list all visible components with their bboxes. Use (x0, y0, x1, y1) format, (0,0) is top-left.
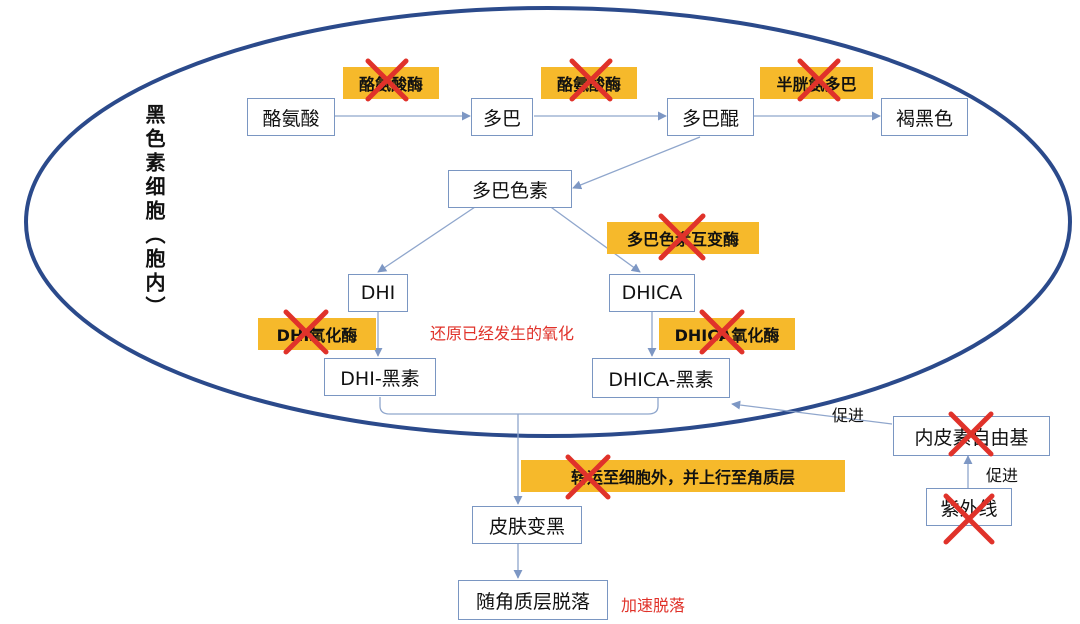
enzyme-cysteinyl-dopa: 半胱氨多巴 (760, 67, 873, 99)
node-free-radical: 内皮素自由基 (893, 416, 1050, 456)
node-tyrosine: 酪氨酸 (247, 98, 335, 136)
arrow-dopachrome-dhica (547, 204, 641, 273)
enzyme-tyrosinase-1: 酪氨酸酶 (343, 67, 439, 99)
enzyme-transport: 转运至细胞外，并上行至角质层 (521, 460, 845, 492)
enzyme-dhi-oxidase: DHI氧化酶 (258, 318, 376, 350)
node-dopachrome: 多巴色素 (448, 170, 572, 208)
node-pheomelanin: 褐黑色 (881, 98, 968, 136)
merge-bracket (379, 397, 659, 415)
note-promote-1: 促进 (832, 406, 865, 425)
cell-label: 黑色素细胞（胞内） (142, 104, 166, 320)
node-dhi-melanin: DHI-黑素 (324, 358, 436, 396)
note-accelerate-shedding: 加速脱落 (621, 596, 686, 615)
node-dhica-melanin: DHICA-黑素 (592, 358, 730, 398)
enzyme-dopachrome-tautomerase: 多巴色素互变酶 (607, 222, 759, 254)
node-shedding: 随角质层脱落 (458, 580, 608, 620)
node-dhi: DHI (348, 274, 408, 312)
node-skin-darkening: 皮肤变黑 (472, 506, 582, 544)
note-reduce-oxidation: 还原已经发生的氧化 (430, 324, 575, 343)
node-dopa: 多巴 (471, 98, 533, 136)
arrow-dopachrome-dhi (377, 204, 479, 273)
cell-boundary-ellipse (24, 6, 1072, 438)
arrow-radical-dhica-melanin (731, 400, 893, 425)
node-dhica: DHICA (609, 274, 695, 312)
enzyme-tyrosinase-2: 酪氨酸酶 (541, 67, 637, 99)
arrow-dopaquinone-dopachrome (572, 136, 701, 190)
node-dopaquinone: 多巴醌 (667, 98, 754, 136)
enzyme-dhica-oxidase: DHICA氧化酶 (659, 318, 795, 350)
node-uv: 紫外线 (926, 488, 1012, 526)
note-promote-2: 促进 (986, 466, 1019, 485)
